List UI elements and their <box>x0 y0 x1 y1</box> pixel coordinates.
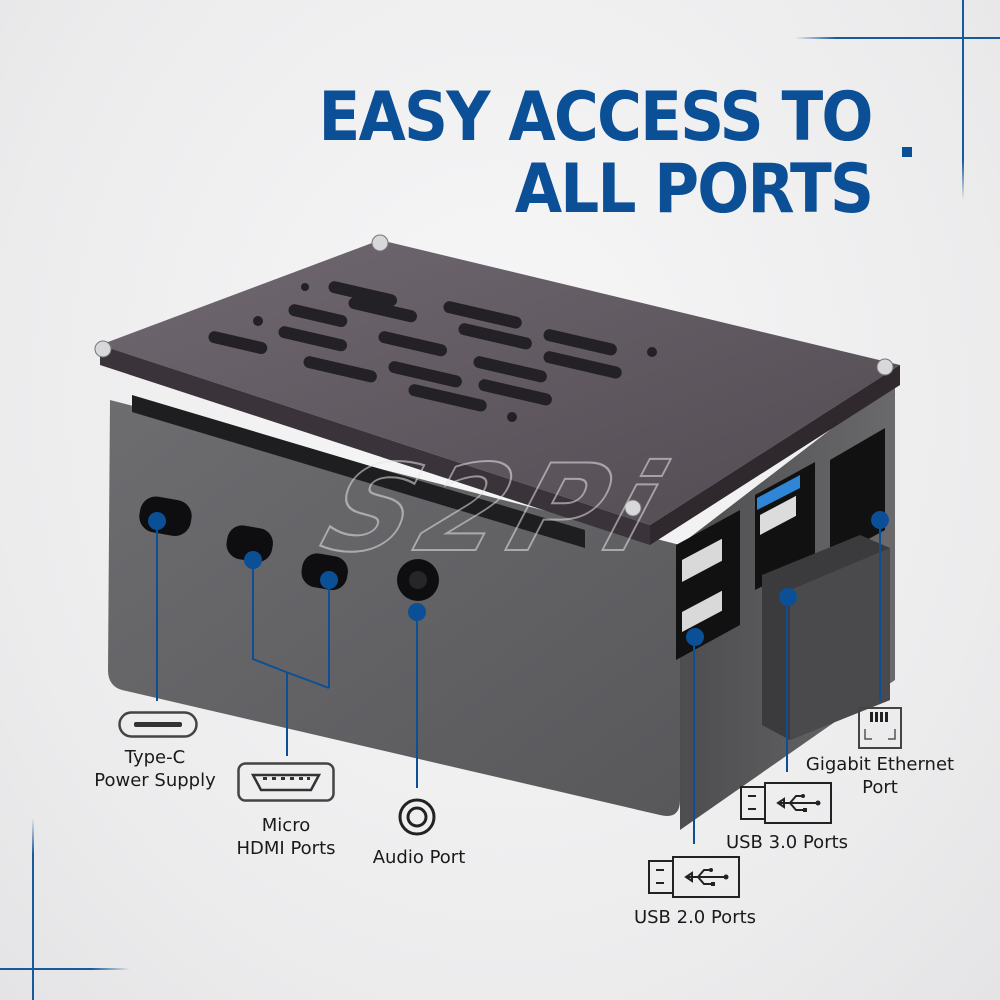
headline-line-2: ALL PORTS <box>514 150 873 229</box>
corner-line-bottom-left-horizontal <box>0 968 130 970</box>
type-c-leader <box>156 521 158 701</box>
corner-line-bottom-left-vertical <box>32 818 34 1000</box>
usb2-label: USB 2.0 Ports <box>633 907 757 928</box>
hdmi-leader-2 <box>328 580 330 688</box>
usb3-icon <box>740 782 832 824</box>
usb3-label: USB 3.0 Ports <box>725 832 849 853</box>
ethernet-label-line1: Gigabit Ethernet <box>805 754 955 775</box>
hdmi-leader-down <box>286 672 288 756</box>
audio-label: Audio Port <box>372 847 466 868</box>
ethernet-label: Gigabit Ethernet Port <box>795 753 965 799</box>
type-c-label-line1: Type-C <box>124 747 186 768</box>
corner-line-top-right-horizontal <box>795 37 1000 39</box>
ethernet-icon <box>858 707 902 749</box>
audio-leader <box>416 612 418 788</box>
corner-line-top-right-vertical <box>962 0 964 200</box>
hdmi-leader-1 <box>252 560 254 660</box>
usb2-marker <box>686 628 704 646</box>
micro-hdmi-label: Micro HDMI Ports <box>200 814 372 860</box>
headline-line-1: EASY ACCESS TO <box>318 78 874 157</box>
headline-dot <box>902 147 912 157</box>
ethernet-leader <box>879 520 881 702</box>
type-c-label: Type-C Power Supply <box>70 746 240 792</box>
micro-hdmi-label-line2: HDMI Ports <box>236 838 336 859</box>
usb2-icon <box>648 856 740 898</box>
usb3-leader <box>786 597 788 772</box>
brand-watermark: S2Pi <box>306 439 684 580</box>
micro-hdmi-icon <box>237 762 335 802</box>
usb-c-icon <box>118 711 198 738</box>
ethernet-label-line2: Port <box>862 777 898 798</box>
usb3-marker <box>779 588 797 606</box>
micro-hdmi-label-line1: Micro <box>261 815 311 836</box>
usb2-leader <box>693 637 695 844</box>
type-c-label-line2: Power Supply <box>94 770 216 791</box>
audio-jack-icon <box>398 798 436 836</box>
